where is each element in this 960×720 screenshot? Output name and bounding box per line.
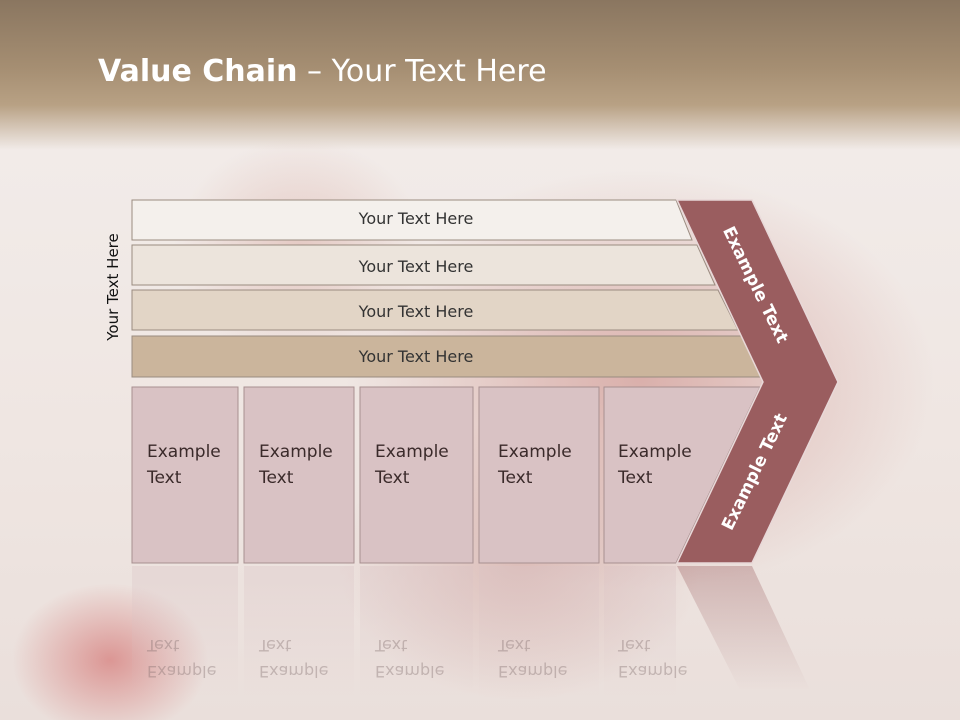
- box-5[interactable]: [603, 386, 761, 564]
- box-3[interactable]: [359, 386, 474, 564]
- bar-1[interactable]: [131, 199, 693, 241]
- slide-title[interactable]: Value Chain – Your Text Here: [98, 54, 547, 89]
- bar-2-label: Your Text Here: [358, 257, 474, 276]
- bar-2[interactable]: [131, 244, 716, 286]
- reflection: [132, 566, 810, 696]
- bar-4-label: Your Text Here: [358, 347, 474, 366]
- box-4[interactable]: [478, 386, 600, 564]
- header-band: [0, 0, 960, 150]
- title-rest: – Your Text Here: [297, 54, 547, 89]
- bar-1-label: Your Text Here: [358, 209, 474, 228]
- box-1[interactable]: [131, 386, 239, 564]
- bar-3-label: Your Text Here: [358, 302, 474, 321]
- box-2[interactable]: [243, 386, 355, 564]
- title-bold: Value Chain: [98, 54, 298, 89]
- chevron-arrow[interactable]: [675, 199, 839, 564]
